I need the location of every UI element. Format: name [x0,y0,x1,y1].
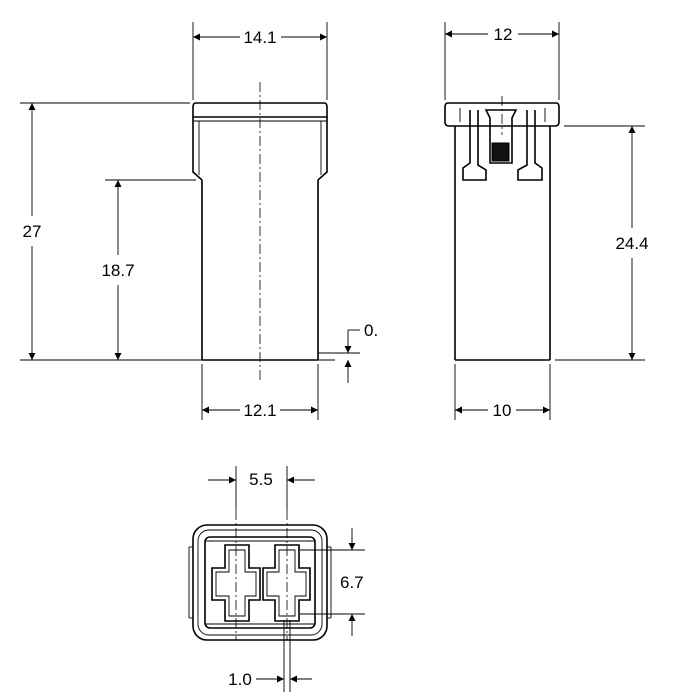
dimension-front-width-bottom: 12.1 [202,401,318,420]
dimension-front-width-top: 14.1 [193,28,327,47]
side-view-body [454,126,551,361]
terminal-thickness-label: 1.0 [228,670,252,689]
side-view [444,96,560,361]
dimension-side-width-top: 12 [445,25,559,44]
side-view-cap [444,102,560,127]
dimension-terminal-pitch: 5.5 [208,470,315,489]
dimension-side-width-bottom: 10 [455,401,550,420]
right-terminal [262,544,311,622]
side-view-latch [462,110,487,181]
dimension-terminal-height: 6.7 [340,528,364,636]
overall-height-label: 27 [23,222,42,241]
dimension-side-height: 24.4 [615,126,649,360]
bottom-view-inner-cavity [204,536,316,629]
front-view-extension-lines [20,22,360,420]
front-width-bottom-label: 12.1 [243,401,276,420]
bottom-view-outline [192,524,328,641]
dimension-overall-height: 27 [23,103,42,360]
front-view-shoulder [192,117,328,181]
front-view [192,82,328,380]
side-height-label: 24.4 [615,234,648,253]
bottom-view [188,510,332,641]
body-height-label: 18.7 [101,261,134,280]
terminal-pitch-label: 5.5 [249,470,273,489]
side-width-top-label: 12 [494,25,513,44]
front-width-top-label: 14.1 [243,28,276,47]
left-terminal [211,544,261,622]
dimension-body-height: 18.7 [101,180,135,360]
base-offset-label: 0. [364,321,378,340]
dimension-base-offset: 0. [344,321,378,383]
side-width-bottom-label: 10 [493,401,512,420]
side-view-latch-detail [491,142,510,162]
dimension-terminal-thickness: 1.0 [228,670,312,689]
terminal-height-label: 6.7 [340,573,364,592]
